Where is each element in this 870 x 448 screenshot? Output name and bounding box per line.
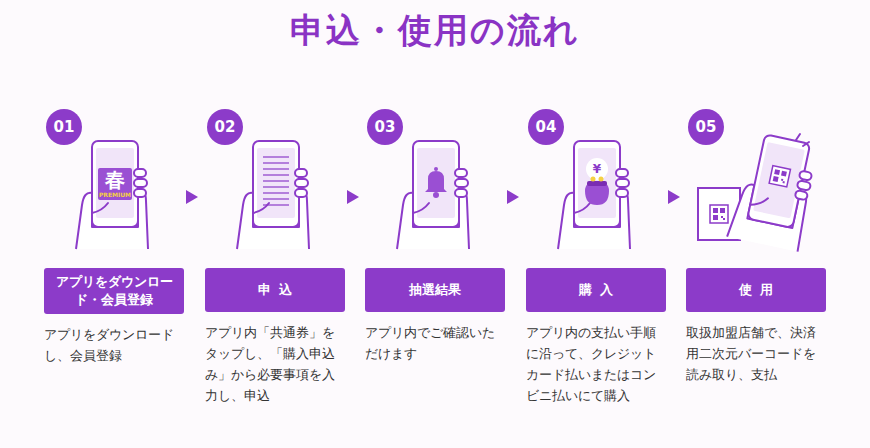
step-number-text: 04	[536, 118, 557, 136]
step-heading: 申込	[258, 281, 300, 299]
diagram-title: 申込・使用の流れ	[0, 8, 870, 54]
step-box: 使用取扱加盟店舗で、決済用二次元バーコードを読み取り、支払	[686, 268, 826, 385]
step-heading-band: 使用	[686, 268, 826, 312]
step-heading: アプリをダウンロード・会員登録	[50, 273, 178, 309]
step-description: アプリをダウンロードし、会員登録	[44, 324, 180, 366]
step-number: 03	[367, 109, 403, 145]
step-number-text: 01	[54, 118, 75, 136]
step-number: 05	[688, 109, 724, 145]
step-heading: 抽選結果	[409, 281, 461, 299]
illustration-label: PREMIUM	[99, 191, 131, 198]
step-heading-band: 申込	[205, 268, 345, 312]
step-number: 04	[528, 109, 564, 145]
step-description: アプリ内でご確認いただけます	[365, 322, 501, 364]
step-box: アプリをダウンロード・会員登録アプリをダウンロードし、会員登録	[44, 268, 184, 366]
step-heading-band: アプリをダウンロード・会員登録	[44, 268, 184, 314]
illustration-label: 春	[105, 167, 125, 194]
illustration-label: ¥	[593, 162, 601, 176]
step-box: 購入アプリ内の支払い手順に沿って、クレジットカード払いまたはコンビニ払いにて購入	[526, 268, 666, 406]
step-number-text: 05	[696, 118, 717, 136]
step-heading: 購入	[579, 281, 621, 299]
step-description: 取扱加盟店舗で、決済用二次元バーコードを読み取り、支払	[686, 322, 822, 385]
step-number-text: 03	[375, 118, 396, 136]
step-heading-band: 購入	[526, 268, 666, 312]
step-number: 01	[46, 109, 82, 145]
step-description: アプリ内の支払い手順に沿って、クレジットカード払いまたはコンビニ払いにて購入	[526, 322, 662, 406]
step-number-text: 02	[215, 118, 236, 136]
step-box: 抽選結果アプリ内でご確認いただけます	[365, 268, 505, 364]
step-number: 02	[207, 109, 243, 145]
step-heading-band: 抽選結果	[365, 268, 505, 312]
step-heading: 使用	[739, 281, 781, 299]
step-description: アプリ内「共通券」をタップし、「購入申込み」から必要事項を入力し、申込	[205, 322, 341, 406]
step-box: 申込アプリ内「共通券」をタップし、「購入申込み」から必要事項を入力し、申込	[205, 268, 345, 406]
